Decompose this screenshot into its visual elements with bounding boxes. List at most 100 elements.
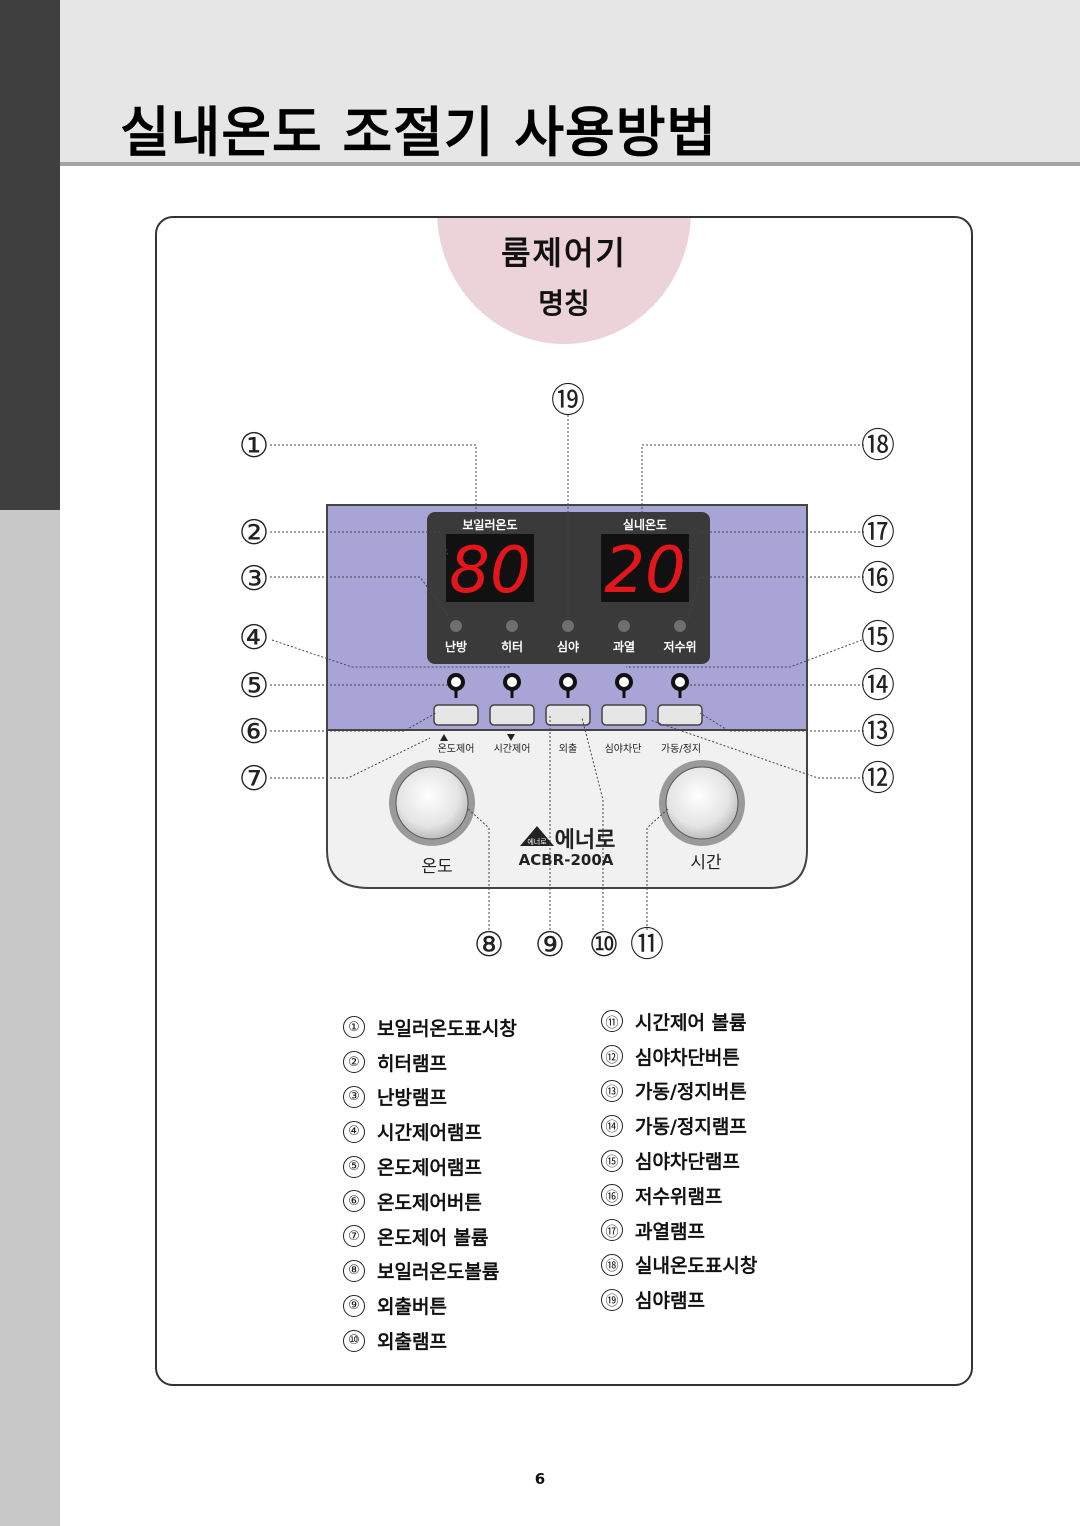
- callout-19: ⑲: [551, 381, 585, 421]
- callout-16: ⑯: [861, 559, 895, 599]
- arrow-down-icon: [507, 734, 515, 741]
- page-title: 실내온도 조절기 사용방법: [120, 101, 718, 164]
- lamp-night-cut: [615, 673, 633, 691]
- side-tab: [0, 0, 60, 510]
- knob-time: [665, 766, 739, 840]
- indicator-lamps: [450, 620, 686, 632]
- brand-tag: 에너로: [527, 837, 547, 846]
- lamp-label-3: 심야: [557, 639, 579, 654]
- legend-text: 가동/정지램프: [635, 1116, 747, 1139]
- legend-item: ⑱ 실내온도표시창: [601, 1248, 757, 1283]
- legend-text: 보일러온도볼륨: [377, 1261, 500, 1284]
- button-label-2: 시간제어: [494, 743, 531, 755]
- legend-text: 온도제어램프: [377, 1157, 482, 1180]
- button-time-control: [489, 704, 535, 726]
- legend-item: ⑭ 가동/정지램프: [601, 1108, 757, 1143]
- legend-text: 온도제어 볼륨: [377, 1226, 489, 1249]
- button-away: [545, 704, 591, 726]
- lamp-heater: [506, 620, 518, 632]
- callout-8: ⑧: [474, 925, 504, 965]
- button-label-1: 온도제어: [438, 743, 475, 755]
- lamp-run-stop: [671, 673, 689, 691]
- legend-num: ⑨: [343, 1294, 365, 1317]
- callout-2: ②: [239, 513, 269, 553]
- page-number: 6: [534, 1470, 546, 1488]
- callout-11: ⑪: [630, 925, 664, 965]
- button-temp-control: [433, 704, 479, 726]
- callout-3: ③: [239, 559, 269, 599]
- lamp-away: [559, 673, 577, 691]
- button-label-3: 외출: [559, 743, 577, 755]
- boiler-temp-value: 80: [449, 534, 530, 608]
- callout-7: ⑦: [239, 759, 269, 799]
- legend-num: ②: [343, 1051, 365, 1074]
- lamp-low-water: [674, 620, 686, 632]
- callout-5: ⑤: [239, 666, 269, 706]
- legend-num: ⑯: [601, 1184, 623, 1207]
- legend-num: ⑤: [343, 1155, 365, 1178]
- legend-text: 외출버튼: [377, 1296, 447, 1319]
- badge-subtitle: 명칭: [538, 287, 590, 320]
- legend-item: ① 보일러온도표시창: [343, 1010, 517, 1045]
- legend-num: ⑬: [601, 1079, 623, 1102]
- legend-num: ⑧: [343, 1259, 365, 1282]
- legend-item: ⑩ 외출램프: [343, 1323, 517, 1358]
- button-label-4: 심야차단: [605, 743, 642, 755]
- legend-item: ⑧ 보일러온도볼륨: [343, 1254, 517, 1289]
- lamp-overheat: [618, 620, 630, 632]
- badge-title: 룸제어기: [501, 234, 627, 272]
- legend-num: ⑩: [343, 1329, 365, 1352]
- callout-6: ⑥: [239, 712, 269, 752]
- button-label-5: 가동/정지: [661, 743, 701, 755]
- legend-text: 심야차단버튼: [635, 1046, 740, 1069]
- legend-text: 난방램프: [377, 1087, 447, 1110]
- legend-num: ①: [343, 1016, 365, 1039]
- button-run-stop: [657, 704, 703, 726]
- display-left-label: 보일러온도: [462, 517, 517, 532]
- callout-10: ⑩: [589, 925, 619, 965]
- legend-text: 시간제어램프: [377, 1122, 482, 1145]
- model-name: ACBR-200A: [519, 851, 614, 869]
- legend-text: 보일러온도표시창: [377, 1017, 517, 1040]
- boiler-temp-display: [446, 534, 534, 602]
- legend-text: 과열램프: [635, 1220, 705, 1243]
- callout-13: ⑬: [861, 712, 895, 752]
- callout-12: ⑫: [861, 759, 895, 799]
- legend-num: ⑥: [343, 1190, 365, 1213]
- callout-4: ④: [239, 618, 269, 658]
- knob-time-label: 시간: [690, 853, 722, 873]
- legend-item: ⑨ 외출버튼: [343, 1288, 517, 1323]
- legend-text: 외출램프: [377, 1331, 447, 1354]
- lamp-label-1: 난방: [445, 639, 467, 654]
- legend-item: ⑤ 온도제어램프: [343, 1149, 517, 1184]
- legend-text: 저수위램프: [635, 1185, 723, 1208]
- legend-num: ⑱: [601, 1253, 623, 1276]
- callout-17: ⑰: [861, 513, 895, 553]
- callout-9: ⑨: [535, 925, 565, 965]
- legend-item: ② 히터램프: [343, 1045, 517, 1080]
- legend-text: 히터램프: [377, 1052, 447, 1075]
- knob-temp-label: 온도: [421, 857, 452, 877]
- legend-num: ④: [343, 1120, 365, 1143]
- callout-15: ⑮: [861, 618, 895, 658]
- legend-item: ④ 시간제어램프: [343, 1114, 517, 1149]
- lamp-heating: [450, 620, 462, 632]
- legend-num: ⑫: [601, 1045, 623, 1068]
- legend-num: ⑪: [601, 1010, 623, 1033]
- lamp-label-2: 히터: [501, 639, 523, 654]
- legend-text: 실내온도표시창: [635, 1255, 758, 1278]
- legend-num: ⑮: [601, 1149, 623, 1172]
- legend-item: ⑫ 심야차단버튼: [601, 1039, 757, 1074]
- lamp-label-4: 과열: [613, 639, 635, 654]
- brand-logo-icon: [520, 826, 554, 846]
- callout-1: ①: [239, 426, 269, 466]
- legend-num: ⑭: [601, 1114, 623, 1137]
- legend-num: ③: [343, 1085, 365, 1108]
